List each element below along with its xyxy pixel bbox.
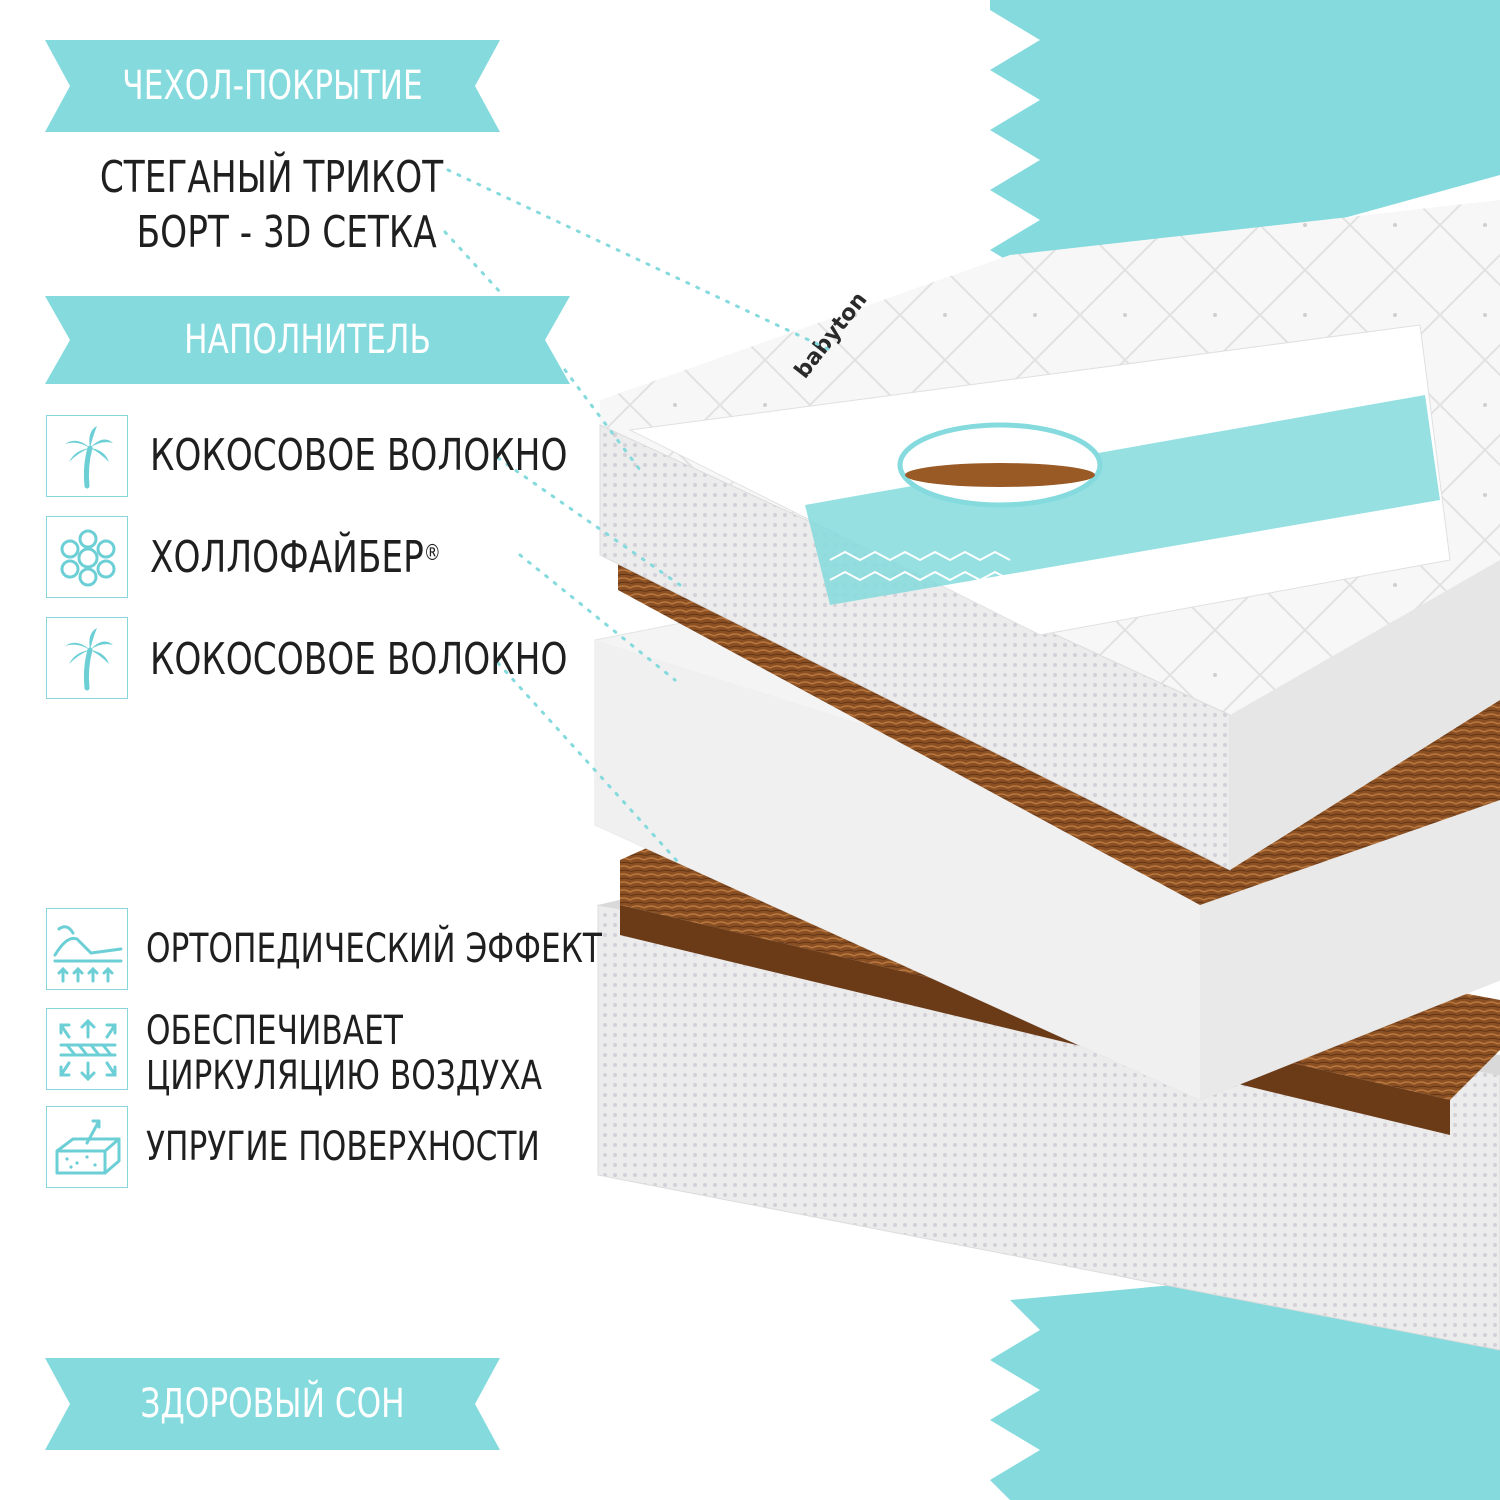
air-circulation-icon: [46, 1008, 128, 1090]
palm-tree-icon: [46, 415, 128, 497]
cover-banner-text: ЧЕХОЛ-ПОКРЫТИЕ: [122, 63, 423, 109]
cover-line-1: СТЕГАНЫЙ ТРИКОТ: [99, 152, 443, 203]
feature-label-2-line-1: ОБЕСПЕЧИВАЕТ: [146, 1008, 403, 1054]
filler-banner: НАПОЛНИТЕЛЬ: [45, 296, 570, 384]
feature-label-1: ОРТОПЕДИЧЕСКИЙ ЭФФЕКТ: [146, 926, 602, 972]
sleep-banner-text: ЗДОРОВЫЙ СОН: [140, 1381, 405, 1427]
product-label: [628, 324, 1451, 636]
registered-mark: ®: [423, 541, 441, 566]
cover-banner: ЧЕХОЛ-ПОКРЫТИЕ: [45, 40, 500, 132]
sleep-banner: ЗДОРОВЫЙ СОН: [45, 1358, 500, 1450]
fiber-balls-icon: [46, 516, 128, 598]
layer-label-2-text: ХОЛЛОФАЙБЕР: [150, 532, 424, 583]
feature-label-3: УПРУГИЕ ПОВЕРХНОСТИ: [146, 1124, 540, 1170]
layer-label-1: КОКОСОВОЕ ВОЛОКНО: [150, 430, 568, 481]
elastic-surface-icon: [46, 1106, 128, 1188]
filler-banner-text: НАПОЛНИТЕЛЬ: [184, 317, 431, 363]
layer-label-2: ХОЛЛОФАЙБЕР®: [150, 530, 441, 586]
palm-tree-icon: [46, 617, 128, 699]
layer-label-3: КОКОСОВОЕ ВОЛОКНО: [150, 634, 568, 685]
orthopedic-support-icon: [46, 908, 128, 990]
feature-label-2-line-2: ЦИРКУЛЯЦИЮ ВОЗДУХА: [146, 1053, 542, 1099]
cover-line-2: БОРТ - 3D СЕТКА: [136, 207, 437, 258]
